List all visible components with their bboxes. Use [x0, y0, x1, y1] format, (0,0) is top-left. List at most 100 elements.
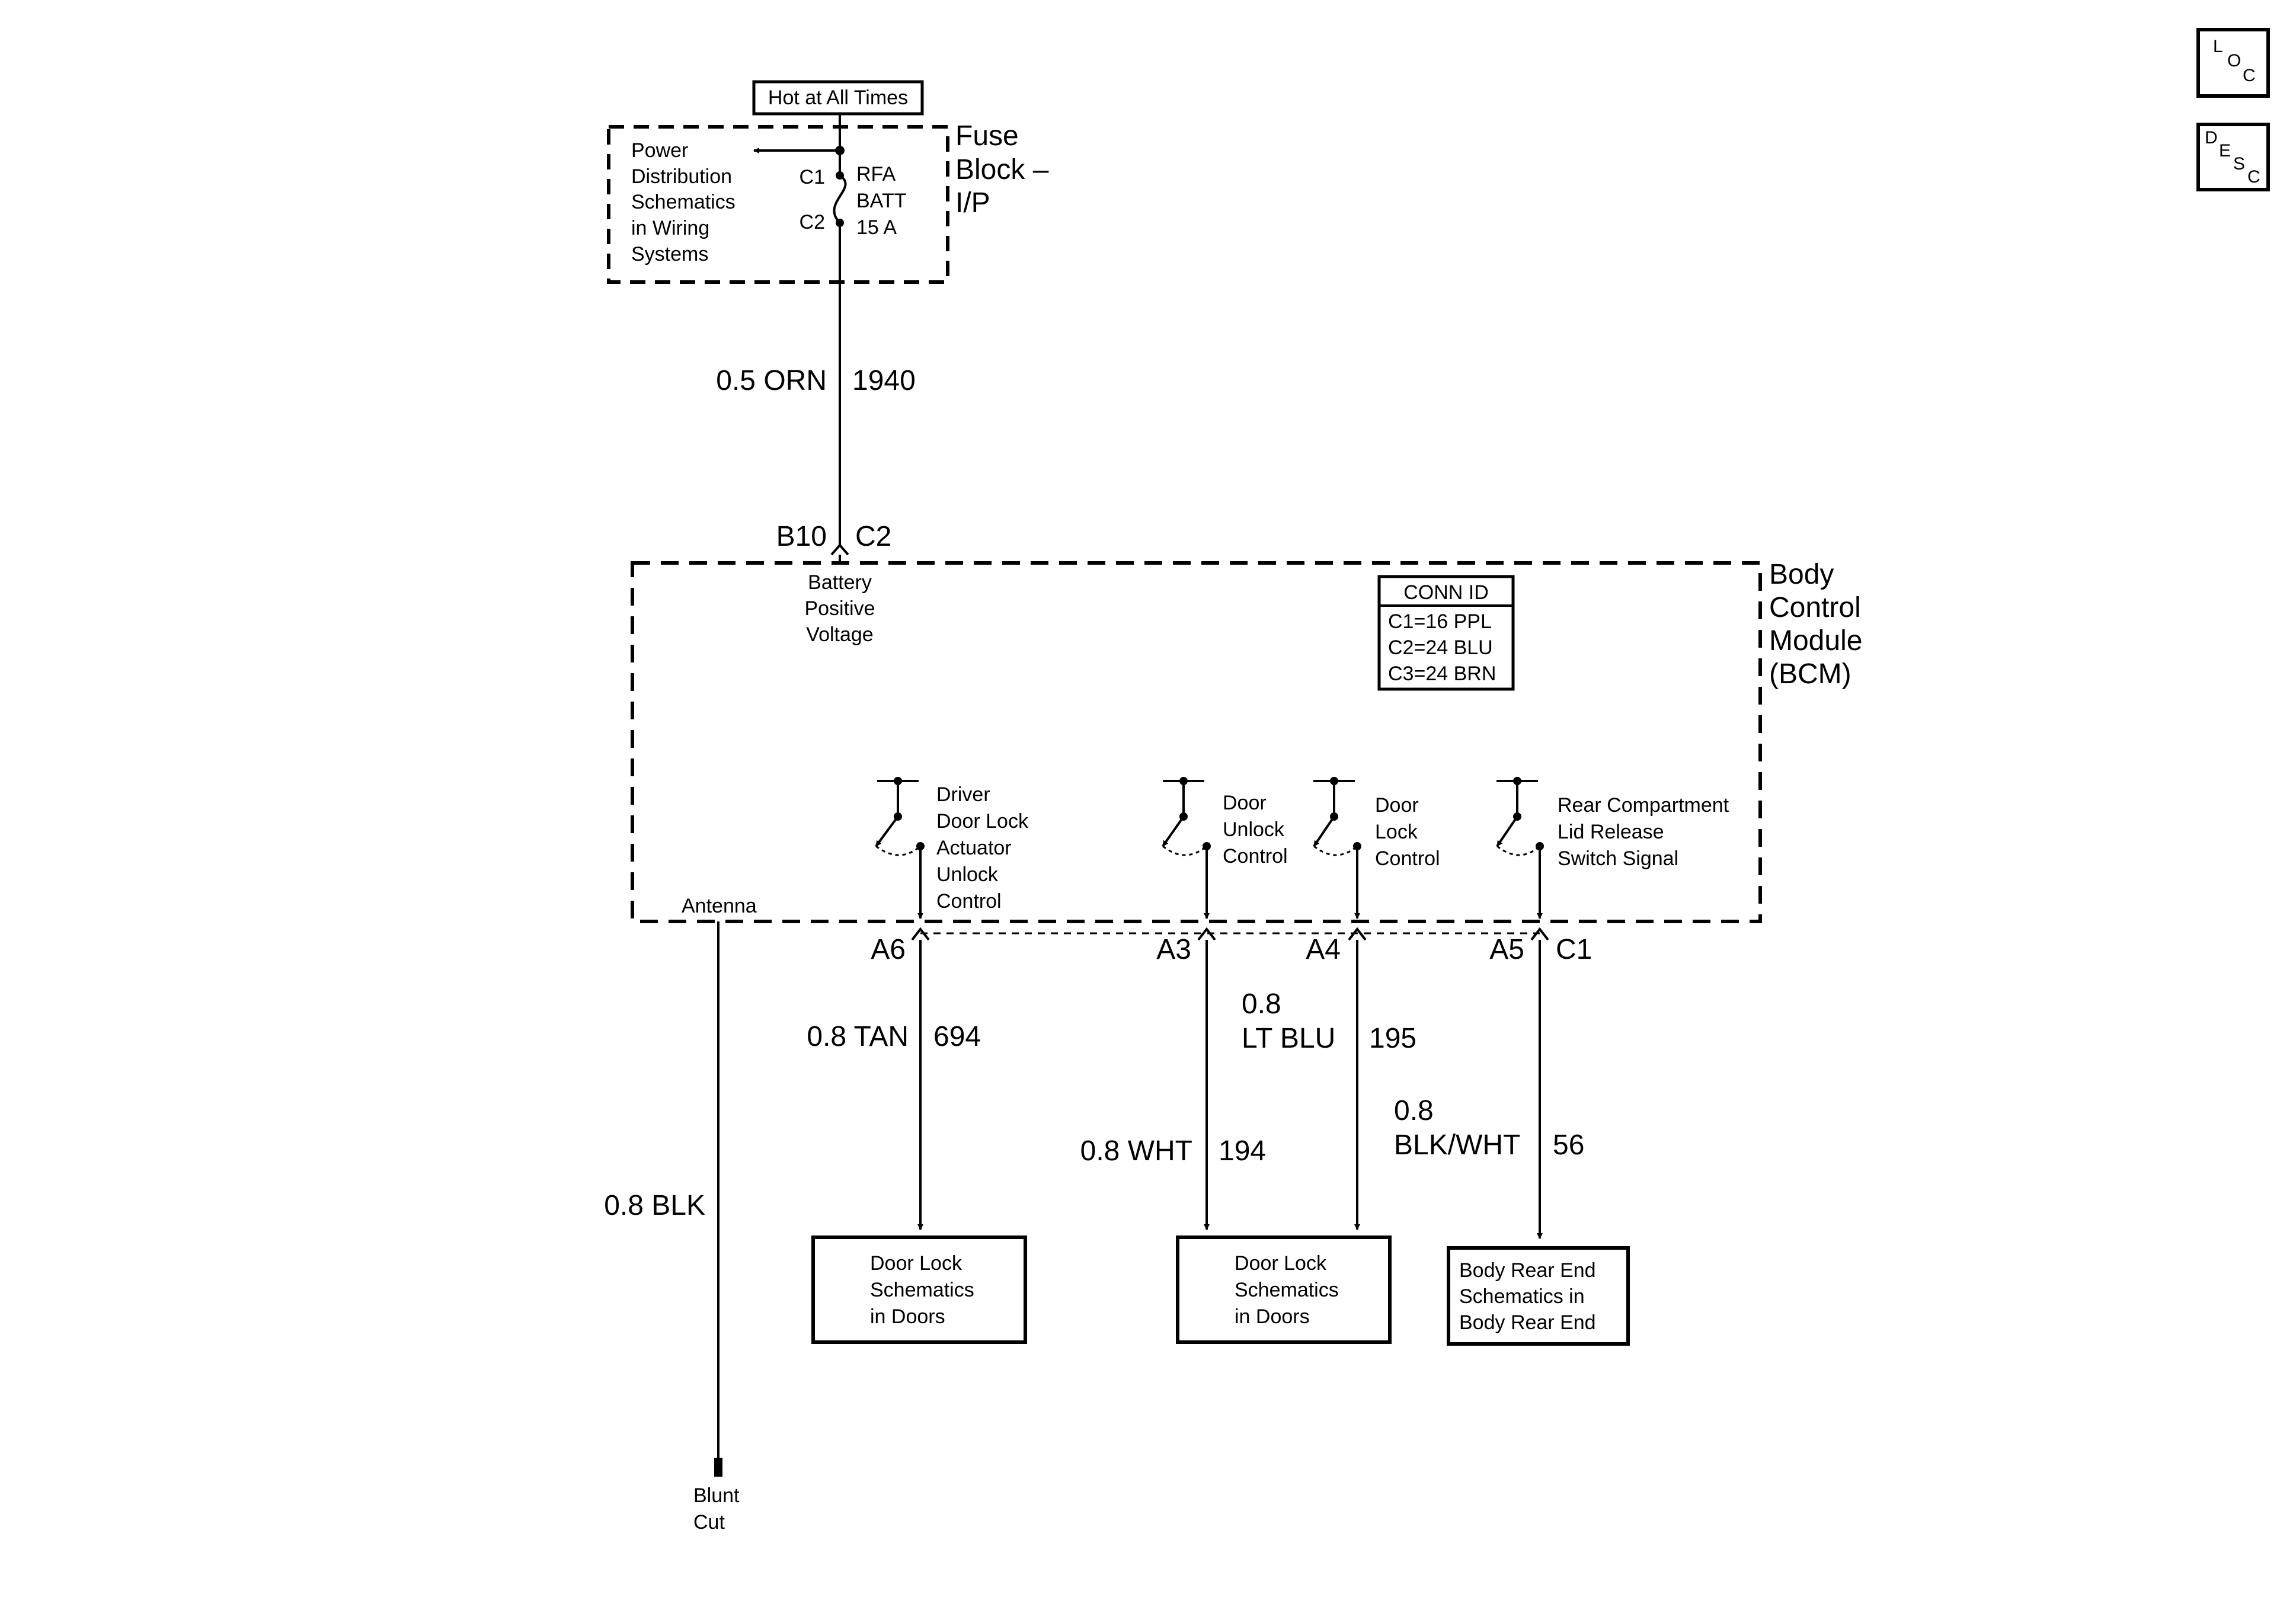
svg-text:O: O	[2227, 51, 2241, 71]
svg-text:Distribution: Distribution	[631, 165, 732, 188]
svg-text:C1: C1	[1556, 934, 1592, 965]
svg-text:Battery: Battery	[808, 571, 872, 594]
svg-text:C: C	[2247, 167, 2260, 187]
svg-text:I/P: I/P	[955, 187, 990, 219]
svg-text:1940: 1940	[852, 365, 916, 396]
svg-text:Schematics: Schematics	[1235, 1279, 1339, 1301]
svg-text:A4: A4	[1306, 934, 1341, 965]
antenna-label: Antenna	[682, 895, 757, 917]
svg-text:A3: A3	[1156, 934, 1191, 965]
svg-text:Lid Release: Lid Release	[1558, 821, 1664, 843]
svg-text:Body: Body	[1769, 559, 1834, 590]
destination-door-lock-schematics-2[interactable]: Door Lock Schematics in Doors	[1176, 1235, 1392, 1344]
svg-text:BLK/WHT: BLK/WHT	[1394, 1129, 1520, 1161]
svg-text:LT BLU: LT BLU	[1242, 1023, 1335, 1054]
svg-text:in Wiring: in Wiring	[631, 217, 709, 239]
antenna-wire: 0.8 BLK Blunt Cut	[604, 921, 740, 1534]
connector-b10-c2: B10 C2	[776, 521, 891, 562]
svg-text:Voltage: Voltage	[806, 623, 873, 646]
svg-text:Door: Door	[1223, 792, 1267, 814]
switch-driver-door-lock-actuator: Driver Door Lock Actuator Unlock Control	[875, 777, 1029, 919]
svg-text:E: E	[2219, 141, 2231, 161]
svg-text:Actuator: Actuator	[936, 837, 1012, 859]
destination-door-lock-schematics-1[interactable]: Door Lock Schematics in Doors	[811, 1235, 1027, 1344]
svg-text:Body Rear End: Body Rear End	[1459, 1259, 1596, 1282]
svg-text:A6: A6	[871, 934, 906, 965]
output-a6-wire-694: A6 0.8 TAN 694	[807, 927, 981, 1230]
svg-text:56: 56	[1553, 1129, 1584, 1161]
switch-door-lock-control: Door Lock Control	[1313, 777, 1440, 919]
output-a5-wire-56: A5 C1 0.8 BLK/WHT 56	[1394, 927, 1592, 1239]
svg-text:694: 694	[933, 1021, 981, 1052]
svg-text:S: S	[2233, 154, 2245, 174]
svg-text:C1: C1	[800, 166, 825, 188]
svg-text:0.5 ORN: 0.5 ORN	[716, 365, 827, 396]
svg-text:Blunt: Blunt	[693, 1484, 740, 1507]
fuse-block: Fuse Block – I/P Power Distribution Sche…	[607, 114, 1049, 284]
svg-text:Lock: Lock	[1375, 821, 1418, 843]
svg-text:Door Lock: Door Lock	[870, 1252, 962, 1275]
svg-text:C2: C2	[855, 521, 891, 552]
svg-text:C: C	[2243, 66, 2256, 85]
desc-badge[interactable]: D E S C	[2196, 123, 2270, 191]
svg-text:0.8: 0.8	[1394, 1095, 1434, 1126]
fuse-symbol	[833, 174, 847, 224]
svg-text:0.8 TAN: 0.8 TAN	[807, 1021, 909, 1052]
power-distribution-label: Power Distribution Schematics in Wiring …	[631, 139, 736, 265]
svg-text:Driver: Driver	[936, 783, 990, 806]
svg-text:RFA: RFA	[856, 163, 896, 185]
svg-text:Body Rear End: Body Rear End	[1459, 1311, 1596, 1334]
svg-text:Unlock: Unlock	[1223, 818, 1285, 841]
svg-text:L: L	[2213, 37, 2223, 56]
svg-text:194: 194	[1219, 1135, 1266, 1167]
wire-1940: 0.5 ORN 1940	[716, 223, 916, 546]
blunt-cut-end	[714, 1458, 722, 1477]
svg-text:BATT: BATT	[856, 190, 906, 212]
svg-text:Control: Control	[1223, 845, 1288, 868]
svg-text:Door Lock: Door Lock	[1235, 1252, 1327, 1275]
output-a4-wire-195: A4 0.8 LT BLU 195	[1242, 927, 1416, 1230]
svg-text:C1=16 PPL: C1=16 PPL	[1388, 610, 1492, 633]
svg-text:in Doors: in Doors	[1235, 1305, 1310, 1328]
switch-door-unlock-control: Door Unlock Control	[1162, 777, 1288, 919]
svg-text:Control: Control	[1375, 847, 1440, 870]
svg-text:0.8 WHT: 0.8 WHT	[1080, 1135, 1192, 1167]
svg-text:CONN ID: CONN ID	[1403, 581, 1489, 604]
svg-text:A5: A5	[1489, 934, 1524, 965]
svg-text:C2: C2	[800, 211, 825, 233]
svg-text:Positive: Positive	[804, 597, 875, 620]
svg-text:15 A: 15 A	[856, 216, 897, 239]
svg-text:C2=24 BLU: C2=24 BLU	[1388, 636, 1493, 659]
svg-text:Control: Control	[1769, 592, 1861, 623]
loc-badge[interactable]: L O C	[2196, 28, 2270, 98]
svg-text:Cut: Cut	[693, 1511, 725, 1534]
body-control-module: Body Control Module (BCM) Battery Positi…	[631, 559, 1862, 923]
hot-at-all-times-box: Hot at All Times	[752, 80, 924, 116]
svg-text:B10: B10	[776, 521, 827, 552]
svg-text:Fuse: Fuse	[955, 120, 1019, 152]
svg-text:Door: Door	[1375, 794, 1419, 817]
svg-text:Switch Signal: Switch Signal	[1558, 847, 1678, 870]
svg-text:0.8 BLK: 0.8 BLK	[604, 1190, 705, 1221]
svg-text:Block –: Block –	[955, 154, 1049, 185]
svg-text:Control: Control	[936, 890, 1002, 913]
battery-positive-label: Battery Positive Voltage	[804, 571, 875, 646]
svg-text:Schematics: Schematics	[870, 1279, 974, 1301]
destination-body-rear-end-schematics[interactable]: Body Rear End Schematics in Body Rear En…	[1447, 1246, 1630, 1346]
svg-text:Schematics: Schematics	[631, 191, 736, 213]
svg-text:(BCM): (BCM)	[1769, 658, 1851, 690]
svg-text:Unlock: Unlock	[936, 863, 999, 886]
switch-rear-compartment-lid-release: Rear Compartment Lid Release Switch Sign…	[1496, 777, 1729, 919]
svg-text:Hot at All Times: Hot at All Times	[768, 87, 908, 109]
svg-text:0.8: 0.8	[1242, 988, 1281, 1020]
svg-text:195: 195	[1369, 1023, 1416, 1054]
svg-text:C3=24 BRN: C3=24 BRN	[1388, 662, 1496, 685]
svg-text:Systems: Systems	[631, 243, 708, 265]
svg-text:Schematics in: Schematics in	[1459, 1285, 1585, 1308]
splice-dot	[835, 146, 845, 155]
svg-text:Module: Module	[1769, 625, 1862, 657]
svg-text:Rear Compartment: Rear Compartment	[1558, 794, 1729, 817]
output-a3-wire-194: A3 0.8 WHT 194	[1080, 927, 1266, 1230]
conn-id-table: CONN ID C1=16 PPL C2=24 BLU C3=24 BRN	[1377, 575, 1515, 691]
